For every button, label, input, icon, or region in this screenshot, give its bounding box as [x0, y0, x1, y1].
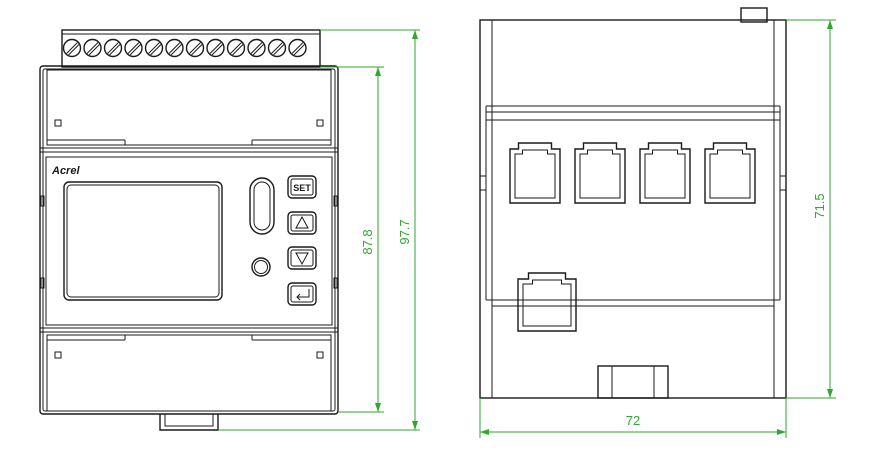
terminal-screw: [267, 38, 287, 58]
terminal-screw: [288, 38, 307, 58]
terminal-screw: [62, 38, 82, 58]
rj45-port: [517, 272, 577, 332]
enter-arrow-icon: [297, 289, 310, 298]
terminal-block: [61, 29, 321, 68]
set-button[interactable]: SET: [287, 175, 317, 199]
dimension-72: 72: [626, 413, 640, 428]
up-button[interactable]: [287, 211, 317, 235]
terminal-screw: [185, 38, 205, 58]
rj45-port: [704, 142, 756, 204]
terminal-screws: [62, 38, 307, 58]
led-indicator: [251, 257, 271, 277]
lower-cover: [40, 327, 338, 412]
dimension-87-8: 87.8: [360, 229, 375, 254]
side-din-clip: [597, 365, 669, 399]
terminal-screw: [206, 38, 225, 58]
dimension-71-5: 71.5: [812, 193, 827, 218]
dimension-97-7: 97.7: [397, 219, 412, 244]
din-clip: [159, 413, 219, 431]
terminal-screw: [83, 38, 102, 58]
triangle-up-icon: [295, 215, 309, 229]
front-view: Acrel SET: [39, 29, 420, 431]
terminal-screw: [165, 38, 184, 58]
brand-logo: Acrel: [51, 165, 80, 177]
lcd-display: [63, 181, 223, 301]
rj45-port: [639, 142, 691, 204]
set-button-label: SET: [293, 183, 311, 193]
side-housing: [479, 19, 787, 399]
rj45-ports: [509, 142, 756, 204]
front-panel: Acrel SET: [40, 156, 338, 326]
terminal-screw: [247, 38, 266, 58]
upper-cover: [40, 69, 338, 153]
rj45-port: [574, 142, 626, 204]
side-dimensions: 71.5 72: [479, 19, 836, 438]
oval-indicator: [249, 177, 275, 235]
down-button[interactable]: [287, 246, 317, 270]
terminal-screw: [144, 38, 164, 58]
terminal-screw: [124, 38, 143, 58]
top-tab: [740, 7, 768, 23]
terminal-screw: [226, 38, 246, 58]
rj45-port-bottom: [517, 272, 577, 332]
front-dimensions: 87.8 97.7: [218, 29, 420, 431]
enter-button[interactable]: [287, 282, 317, 306]
terminal-screw: [103, 38, 123, 58]
side-view: 71.5 72: [479, 7, 836, 438]
triangle-down-icon: [295, 252, 309, 266]
rj45-port: [509, 142, 561, 204]
front-housing: [39, 65, 339, 415]
